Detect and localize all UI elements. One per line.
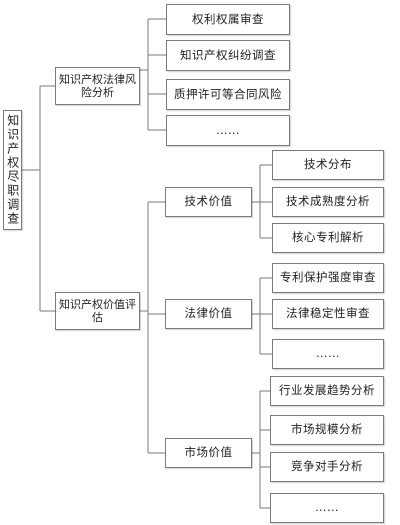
subcategory-market-value: 市场价值 bbox=[165, 438, 252, 468]
leaf-ellipsis: …… bbox=[166, 115, 290, 146]
leaf-dispute-investigation: 知识产权纠纷调查 bbox=[166, 40, 290, 71]
leaf-competitor-analysis: 竞争对手分析 bbox=[270, 452, 384, 482]
leaf-ownership-review: 权利权属审查 bbox=[166, 4, 290, 35]
leaf-core-patent-analysis: 核心专利解析 bbox=[272, 223, 384, 253]
subcategory-legal-value: 法律价值 bbox=[165, 299, 252, 329]
leaf-pledge-license-contract-risk: 质押许可等合同风险 bbox=[166, 79, 290, 110]
leaf-ellipsis: …… bbox=[270, 493, 384, 523]
leaf-technology-distribution: 技术分布 bbox=[272, 150, 384, 180]
leaf-technology-maturity-analysis: 技术成熟度分析 bbox=[272, 187, 384, 217]
leaf-ellipsis: …… bbox=[272, 339, 384, 369]
leaf-patent-protection-strength: 专利保护强度审查 bbox=[272, 263, 384, 293]
category-legal-risk-analysis: 知识产权法律风险分析 bbox=[55, 67, 140, 105]
leaf-market-size-analysis: 市场规模分析 bbox=[270, 415, 384, 445]
subcategory-technical-value: 技术价值 bbox=[165, 187, 252, 217]
leaf-industry-trend-analysis: 行业发展趋势分析 bbox=[270, 376, 384, 406]
leaf-legal-stability-review: 法律稳定性审查 bbox=[272, 299, 384, 329]
root-node: 知识产权尽职调查 bbox=[3, 110, 22, 230]
category-value-assessment: 知识产权价值评估 bbox=[55, 292, 140, 330]
